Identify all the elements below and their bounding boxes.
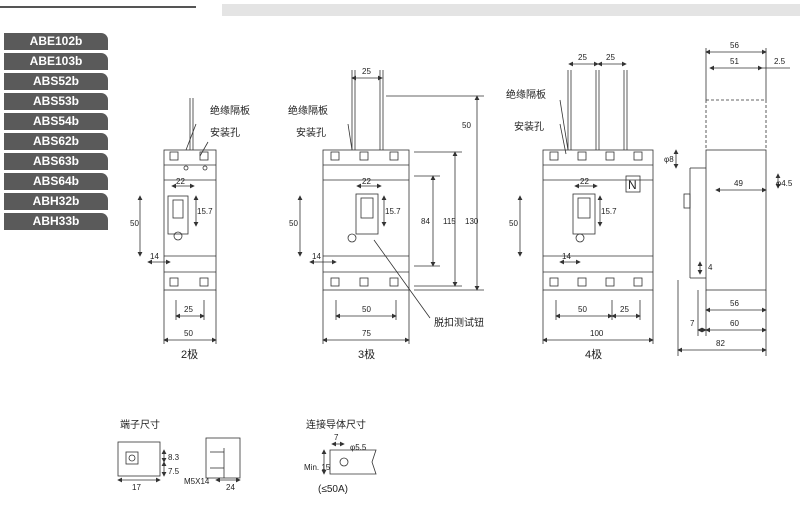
dim-130: 130 bbox=[465, 217, 479, 226]
dim-50: 50 bbox=[130, 219, 139, 228]
dim-25: 25 bbox=[362, 67, 371, 76]
trip-test-button-label: 脱扣测试钮 bbox=[434, 316, 484, 329]
dim-15-7: 15.7 bbox=[601, 207, 617, 216]
dim-14: 14 bbox=[150, 252, 159, 261]
model-label: ABS53b bbox=[4, 93, 108, 110]
model-label: ABS64b bbox=[4, 173, 108, 190]
neutral-mark: N bbox=[628, 178, 637, 192]
barrier-label: 绝缘隔板 bbox=[506, 88, 546, 101]
model-list: ABE102b ABE103b ABS52b ABS53b ABS54b ABS… bbox=[4, 33, 108, 233]
dim-82: 82 bbox=[716, 339, 725, 348]
breaker-3-pole bbox=[297, 70, 484, 344]
side-view bbox=[673, 48, 790, 356]
barrier-label: 绝缘隔板 bbox=[288, 104, 328, 117]
connector-size-title: 连接导体尺寸 bbox=[306, 418, 366, 431]
connector-detail bbox=[321, 441, 377, 475]
model-label: ABS54b bbox=[4, 113, 108, 130]
dim-7: 7 bbox=[334, 433, 339, 442]
dim-8-3: 8.3 bbox=[168, 453, 180, 462]
dim-56: 56 bbox=[730, 41, 739, 50]
dim-phi-8: φ8 bbox=[664, 155, 674, 164]
dim-84: 84 bbox=[421, 217, 430, 226]
dim-50: 50 bbox=[184, 329, 193, 338]
dim-phi-4-5: φ4.5 bbox=[776, 179, 793, 188]
pole-3-caption: 3极 bbox=[358, 347, 375, 361]
dim-2-5: 2.5 bbox=[774, 57, 786, 66]
dim-49: 49 bbox=[734, 179, 743, 188]
dim-50: 50 bbox=[509, 219, 518, 228]
model-label: ABS63b bbox=[4, 153, 108, 170]
mounting-hole-label: 安装孔 bbox=[296, 126, 326, 139]
pole-2-caption: 2极 bbox=[181, 347, 198, 361]
dim-25: 25 bbox=[620, 305, 629, 314]
pole-4-caption: 4极 bbox=[585, 347, 602, 361]
dim-22: 22 bbox=[362, 177, 371, 186]
model-label: ABH32b bbox=[4, 193, 108, 210]
dim-50: 50 bbox=[289, 219, 298, 228]
breaker-4-pole bbox=[517, 61, 654, 344]
dim-25: 25 bbox=[606, 53, 615, 62]
dim-22: 22 bbox=[176, 177, 185, 186]
terminal-detail bbox=[117, 437, 241, 483]
dim-22: 22 bbox=[580, 177, 589, 186]
current-note: (≤50A) bbox=[318, 484, 348, 495]
header-bar bbox=[222, 4, 800, 16]
dim-14: 14 bbox=[562, 252, 571, 261]
dim-14: 14 bbox=[312, 252, 321, 261]
dim-phi-5-5: φ5.5 bbox=[350, 443, 367, 452]
dim-51: 51 bbox=[730, 57, 739, 66]
dim-25: 25 bbox=[184, 305, 193, 314]
barrier-label: 绝缘隔板 bbox=[210, 104, 250, 117]
dim-4: 4 bbox=[708, 263, 713, 272]
dim-50: 50 bbox=[362, 305, 371, 314]
dim-15-7: 15.7 bbox=[197, 207, 213, 216]
dim-7: 7 bbox=[690, 319, 695, 328]
dim-7-5: 7.5 bbox=[168, 467, 180, 476]
dim-75: 75 bbox=[362, 329, 371, 338]
dim-15-7: 15.7 bbox=[385, 207, 401, 216]
dim-24: 24 bbox=[226, 483, 235, 492]
dim-56: 56 bbox=[730, 299, 739, 308]
model-label: ABE102b bbox=[4, 33, 108, 50]
mounting-hole-label: 安装孔 bbox=[210, 126, 240, 139]
dim-115: 115 bbox=[443, 217, 456, 226]
dim-50: 50 bbox=[462, 121, 471, 130]
dim-m5x14: M5X14 bbox=[184, 477, 210, 486]
dim-100: 100 bbox=[590, 329, 604, 338]
terminal-size-title: 端子尺寸 bbox=[120, 418, 160, 431]
model-label: ABH33b bbox=[4, 213, 108, 230]
model-label: ABE103b bbox=[4, 53, 108, 70]
dim-25: 25 bbox=[578, 53, 587, 62]
model-label: ABS52b bbox=[4, 73, 108, 90]
dim-17: 17 bbox=[132, 483, 141, 492]
dim-50: 50 bbox=[578, 305, 587, 314]
dim-min-15: Min. 15 bbox=[304, 463, 331, 472]
mounting-hole-label: 安装孔 bbox=[514, 120, 544, 133]
breaker-2-pole bbox=[137, 98, 217, 344]
header-rule bbox=[0, 6, 196, 8]
model-label: ABS62b bbox=[4, 133, 108, 150]
dim-60: 60 bbox=[730, 319, 739, 328]
